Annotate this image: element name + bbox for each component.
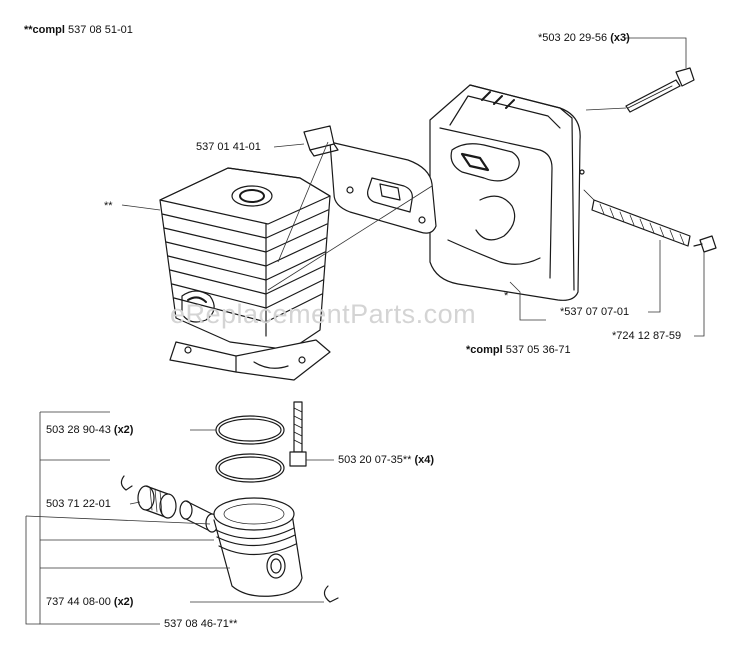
circlip-1 [120, 475, 133, 491]
cylinder [159, 167, 331, 381]
callout-gasket-part: 537 01 41-01 [196, 141, 261, 153]
muffler-bolt [625, 67, 695, 113]
callout-muffler-bolt-part: *503 20 29-56 [538, 32, 608, 44]
callout-small-screw: *724 12 87-59 [612, 330, 681, 343]
gasket-bracket [303, 125, 339, 157]
muffler [429, 84, 585, 301]
piston [213, 497, 303, 597]
circlip-2 [323, 585, 339, 603]
cylinder-assembly-label: **compl 537 08 51-01 [24, 24, 133, 37]
callout-piston: 537 08 46-71** [164, 618, 237, 631]
callout-spark-screen: *537 07 07-01 [560, 306, 629, 319]
cylinder-assembly-part: 537 08 51-01 [68, 24, 133, 36]
callout-piston-ring-part: 503 28 90-43 [46, 424, 111, 436]
piston-pin [179, 500, 219, 533]
callout-cylinder-bolt: 503 20 07-35** (x4) [338, 454, 434, 467]
muffler-assembly-prefix: *compl [466, 344, 503, 356]
callout-piston-ring: 503 28 90-43 (x2) [46, 424, 133, 437]
callout-piston-ring-qty: (x2) [113, 424, 134, 436]
muffler-gasket [329, 141, 437, 234]
leader-lines [25, 37, 705, 625]
callout-small-screw-part: *724 12 87-59 [612, 330, 682, 342]
callout-needle-bearing-part: 503 71 22-01 [46, 498, 111, 510]
watermark: eReplacementParts.com [170, 299, 477, 329]
muffler-assembly-part: 537 05 36-71 [505, 344, 571, 356]
piston-ring-2 [215, 453, 285, 483]
piston-ring-1 [215, 415, 285, 445]
small-screw [693, 235, 717, 253]
callout-needle-bearing: 503 71 22-01 [46, 498, 111, 511]
callout-cylinder-bolt-part: 503 20 07-35** [338, 454, 412, 466]
callout-circlip-part: 737 44 08-00 [46, 596, 111, 608]
needle-bearing [137, 485, 177, 519]
callout-cylinder-bolt-qty: (x4) [414, 454, 435, 466]
callout-piston-part: 537 08 46-71** [164, 618, 238, 630]
callout-circlip-qty: (x2) [113, 596, 134, 608]
callout-gasket: 537 01 41-01 [196, 141, 261, 154]
muffler-marker: * [504, 290, 509, 302]
callout-circlip: 737 44 08-00 (x2) [46, 596, 133, 609]
spark-screen [583, 189, 691, 247]
callout-spark-screen-part: *537 07 07-01 [560, 306, 630, 318]
cylinder-marker: ** [104, 200, 113, 212]
muffler-assembly-label: *compl 537 05 36-71 [466, 344, 571, 357]
callout-muffler-bolt-qty: (x3) [610, 32, 630, 44]
callout-muffler-bolt: *503 20 29-56 (x3) [538, 32, 630, 45]
cylinder-bolt [289, 401, 307, 467]
cylinder-assembly-prefix: **compl [24, 24, 65, 36]
